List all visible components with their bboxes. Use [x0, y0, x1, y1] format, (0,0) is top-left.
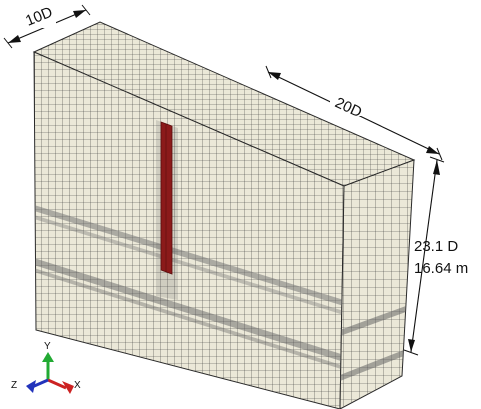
y-axis-arrow-icon	[42, 352, 54, 362]
side-refined-bands	[340, 303, 414, 381]
z-axis-arrow-icon	[26, 380, 36, 393]
z-axis-label: Z	[11, 380, 17, 391]
pile	[160, 121, 173, 275]
x-axis-label: X	[74, 380, 81, 391]
dimension-height: 23.1 D 16.64 m	[403, 156, 468, 356]
axis-triad: Y Z X	[11, 341, 81, 394]
dimension-length: 20D	[265, 65, 443, 161]
x-axis-arrow-icon	[62, 381, 74, 394]
y-axis-label: Y	[44, 341, 51, 352]
height-absolute-label: 16.64 m	[414, 260, 468, 277]
front-refined-bands	[34, 205, 344, 370]
height-relative-label: 23.1 D	[414, 238, 458, 255]
block-front-face	[33, 51, 345, 409]
